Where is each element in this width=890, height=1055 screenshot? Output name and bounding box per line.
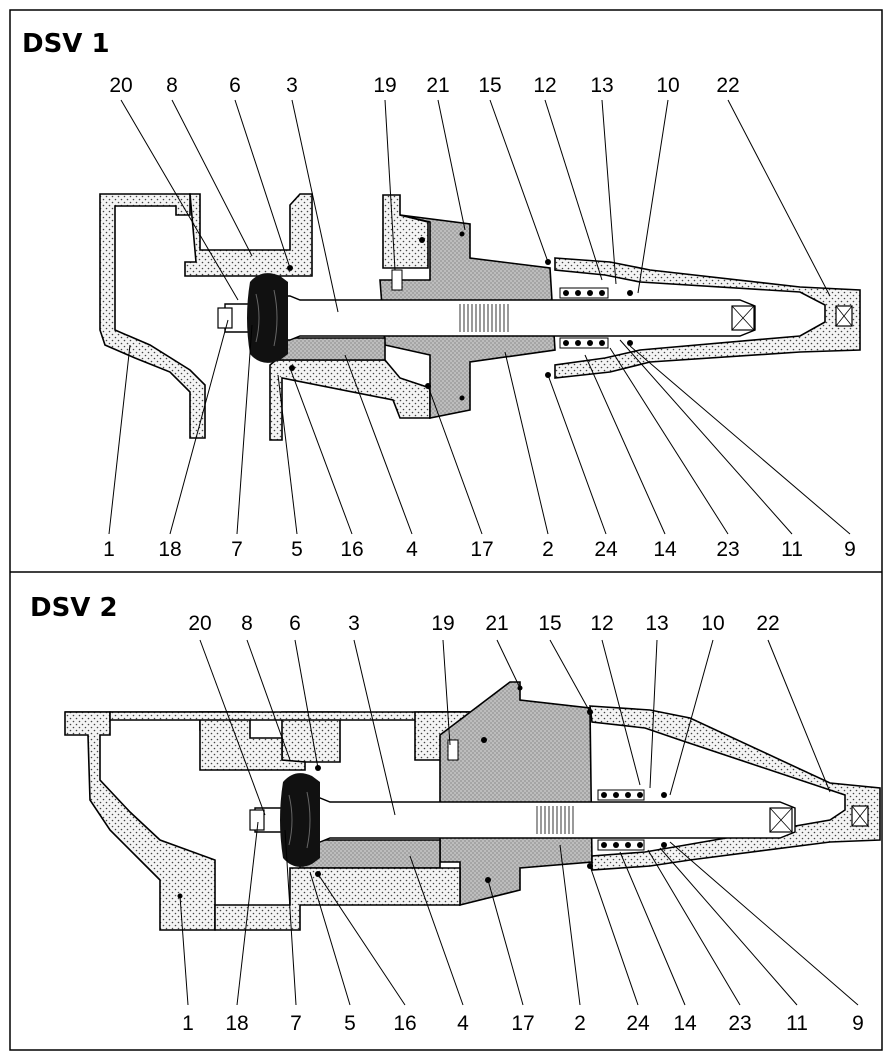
packing-rings <box>597 789 667 851</box>
callout-label: 3 <box>286 74 298 97</box>
callout-numbers: 20 8 6 3 19 21 15 12 13 10 22 1 18 7 5 1… <box>103 74 856 561</box>
shaft-thread <box>459 304 509 332</box>
callout-label: 8 <box>166 74 178 97</box>
valve-drawing <box>64 681 881 931</box>
packing-rings <box>559 287 633 349</box>
callout-label: 4 <box>457 1012 469 1035</box>
panel-dsv-2: DSV 2 <box>30 593 881 1035</box>
housing-part-1 <box>64 711 216 931</box>
shaft-part-3 <box>254 797 796 843</box>
callout-label: 7 <box>231 538 243 561</box>
callout-label: 13 <box>590 74 613 97</box>
sleeve-part-4 <box>299 839 441 869</box>
callout-label: 18 <box>158 538 181 561</box>
leader-lines <box>108 99 851 535</box>
callout-label: 10 <box>656 74 679 97</box>
disc-seal-part-7 <box>247 273 288 363</box>
nut-part-18 <box>217 307 233 329</box>
callout-label: 19 <box>373 74 396 97</box>
housing-part-1 <box>99 193 206 439</box>
callout-label: 18 <box>225 1012 248 1035</box>
callout-label: 1 <box>182 1012 194 1035</box>
bonnet-part-22 <box>554 257 861 379</box>
callout-label: 2 <box>574 1012 586 1035</box>
callout-label: 19 <box>431 612 454 635</box>
shaft-part-3 <box>224 295 756 341</box>
callout-label: 7 <box>290 1012 302 1035</box>
callout-label: 5 <box>344 1012 356 1035</box>
callout-label: 4 <box>406 538 418 561</box>
callout-label: 11 <box>786 1012 808 1035</box>
callout-label: 22 <box>756 612 779 635</box>
callout-label: 12 <box>533 74 556 97</box>
valve-drawing <box>99 193 861 441</box>
callout-label: 21 <box>485 612 508 635</box>
callout-label: 23 <box>716 538 739 561</box>
callout-label: 12 <box>590 612 613 635</box>
callout-label: 22 <box>716 74 739 97</box>
flange-part-19 <box>382 194 429 269</box>
callout-label: 16 <box>340 538 363 561</box>
lower-body-part-5 <box>214 867 461 931</box>
shaft-thread <box>536 806 574 834</box>
callout-label: 20 <box>188 612 211 635</box>
lower-body-part-5 <box>269 359 431 441</box>
central-block-part-2 <box>439 681 593 907</box>
callout-label: 10 <box>701 612 724 635</box>
leader-lines <box>179 639 859 1006</box>
callout-label: 14 <box>653 538 677 561</box>
callout-label: 24 <box>626 1012 650 1035</box>
callout-label: 2 <box>542 538 554 561</box>
sleeve-part-4 <box>271 337 386 361</box>
callout-label: 23 <box>728 1012 751 1035</box>
callout-label: 15 <box>538 612 561 635</box>
callout-label: 16 <box>393 1012 416 1035</box>
callout-label: 6 <box>229 74 241 97</box>
callout-label: 1 <box>103 538 115 561</box>
callout-label: 9 <box>844 538 856 561</box>
callout-label: 9 <box>852 1012 864 1035</box>
callout-label: 24 <box>594 538 618 561</box>
callout-label: 5 <box>291 538 303 561</box>
callout-label: 13 <box>645 612 668 635</box>
panel-title: DSV 2 <box>30 593 118 623</box>
callout-label: 8 <box>241 612 253 635</box>
callout-label: 17 <box>470 538 493 561</box>
callout-label: 20 <box>109 74 132 97</box>
callout-label: 15 <box>478 74 501 97</box>
callout-label: 21 <box>426 74 449 97</box>
figure-frame <box>9 9 883 1051</box>
callout-numbers: 20 8 6 3 19 21 15 12 13 10 22 1 18 7 5 1… <box>182 612 864 1035</box>
bonnet-part-22 <box>589 705 881 871</box>
housing-flange-part-6 <box>184 193 313 277</box>
callout-label: 6 <box>289 612 301 635</box>
panel-title: DSV 1 <box>22 29 110 59</box>
callout-label: 14 <box>673 1012 697 1035</box>
callout-label: 17 <box>511 1012 534 1035</box>
callout-label: 3 <box>348 612 360 635</box>
disc-seal-part-7 <box>280 773 320 867</box>
panel-dsv-1: DSV 1 <box>22 29 861 561</box>
callout-label: 11 <box>781 538 803 561</box>
